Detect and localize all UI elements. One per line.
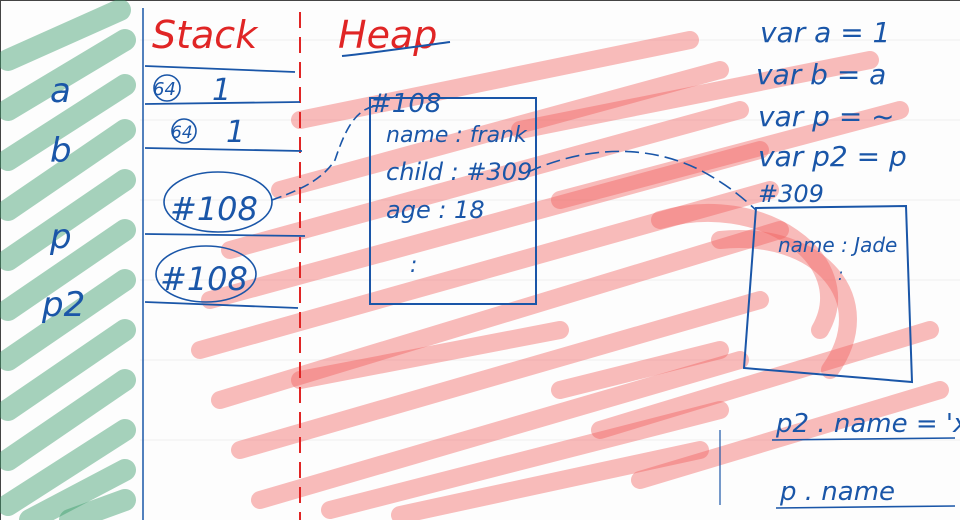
heap-title-underline: [341, 41, 451, 57]
statement-underline: [771, 437, 956, 441]
reference-circle: [155, 245, 257, 303]
code-line: var b = a: [756, 58, 886, 91]
heap-object-more: :: [838, 265, 843, 284]
type-tag-circle: [171, 118, 197, 144]
statement-line: p2 . name = 'x': [775, 409, 960, 439]
green-scribble: [0, 0, 136, 520]
pointer-line: [271, 105, 376, 201]
reference-circle: [163, 171, 273, 233]
code-line: var a = 1: [760, 16, 890, 49]
var-label-p: p: [49, 217, 72, 257]
code-line: var p = ~: [758, 100, 895, 133]
heap-object-field: age : 18: [386, 196, 485, 224]
heap-object-more: :: [410, 253, 417, 278]
stack-cell-tag: 64: [171, 123, 193, 143]
red-scribble: [191, 31, 949, 520]
pointer-line: [527, 150, 757, 211]
stack-cell-value: 1: [212, 73, 231, 108]
var-label-b: b: [50, 131, 72, 171]
heap-object-box: [369, 97, 537, 305]
stack-cell-lines: [144, 65, 306, 309]
heap-object-field: name : frank: [386, 123, 528, 148]
heap-object-address: #309: [758, 180, 824, 208]
heap-object-address: #108: [370, 89, 441, 119]
stack-cell-value: #108: [160, 260, 248, 298]
stack-cell-value: #108: [170, 190, 258, 228]
window-left-edge: [0, 0, 1, 520]
var-label-a: a: [50, 71, 71, 111]
heap-object-field: child : #309: [386, 158, 532, 186]
heap-object-box: [742, 204, 914, 384]
window-top-edge: [0, 0, 960, 1]
stack-cell-tag: 64: [153, 79, 176, 100]
code-line: var p2 = p: [758, 140, 907, 173]
heap-object-field: name : Jade: [778, 233, 897, 257]
var-label-p2: p2: [41, 285, 85, 325]
paper-texture: [140, 39, 960, 441]
statement-line: p . name: [779, 477, 895, 507]
type-tag-circle: [153, 74, 181, 102]
stack-title: Stack: [152, 13, 259, 57]
statement-underline: [775, 505, 956, 509]
stack-cell-value: 1: [226, 115, 245, 150]
